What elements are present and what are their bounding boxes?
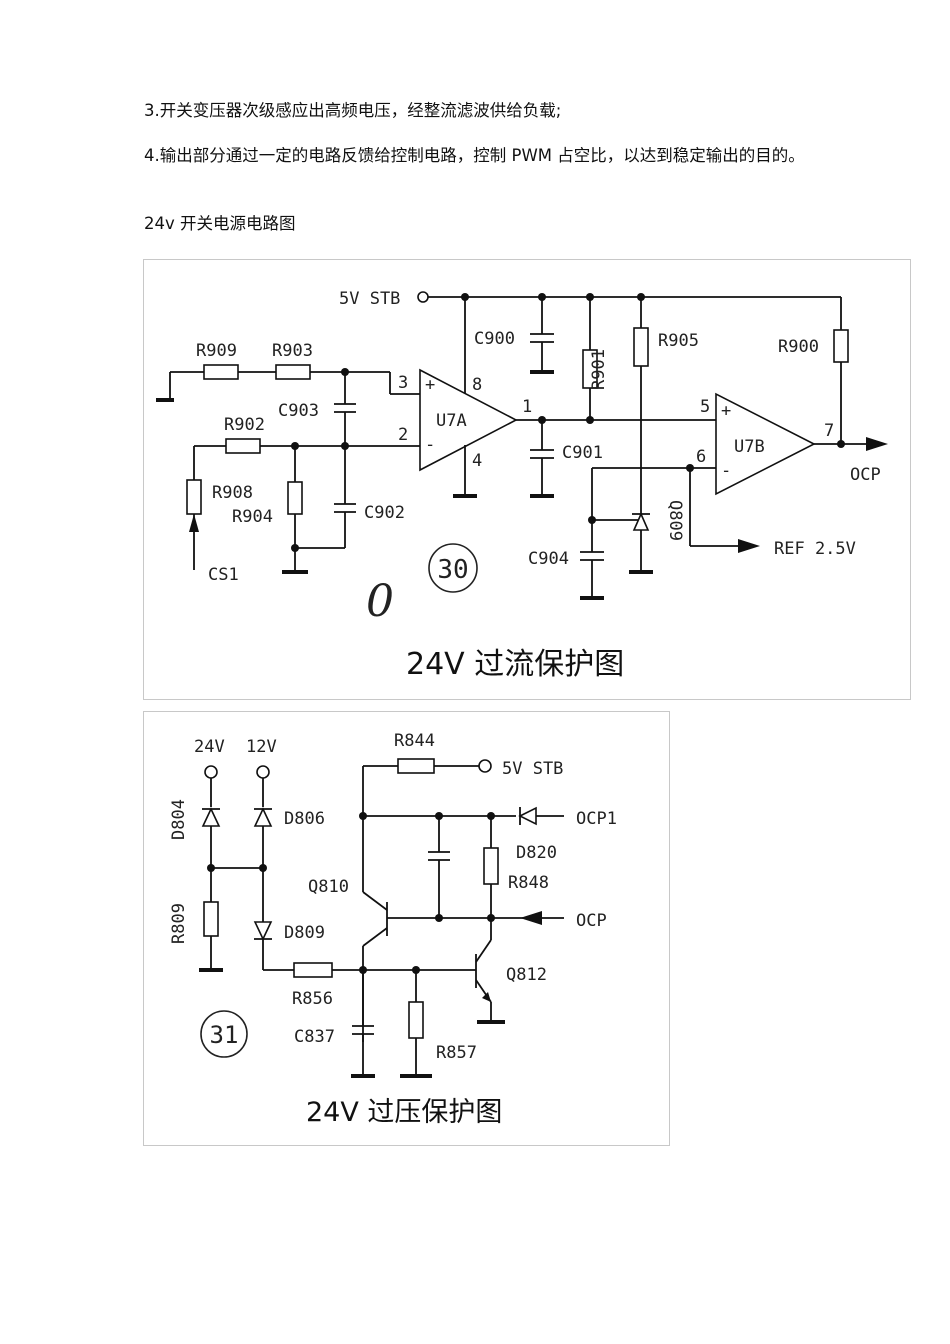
c900-label: C900: [474, 329, 515, 349]
figure-overvoltage-protection: 24V 12V D804 D806 R809 D809 R856 R844 5V…: [143, 711, 670, 1146]
diode-d804: [201, 807, 221, 827]
diode-d806: [253, 807, 273, 827]
opamp-u7a: [419, 368, 518, 472]
u7a-minus: -: [425, 435, 435, 455]
u7a-plus: +: [425, 375, 435, 395]
capacitor-c900: [530, 297, 554, 374]
c837-label: C837: [294, 1027, 335, 1047]
pin-2-label: 2: [398, 425, 408, 445]
diode-d820: [518, 806, 537, 826]
transistor-q810: [362, 816, 491, 1042]
q810-label: Q810: [308, 877, 349, 897]
pin-4-label: 4: [472, 451, 482, 471]
r904-label: R904: [232, 507, 273, 527]
figure-overcurrent-protection: 5V STB 8 C900 R901 R905 R900 R909 R903: [143, 259, 911, 700]
d804-label: D804: [169, 799, 189, 840]
paragraph-step-4: 4.输出部分通过一定的电路反馈给控制电路，控制 PWM 占空比，以达到稳定输出的…: [144, 146, 805, 165]
resistor-r809: [203, 901, 219, 937]
regulator-q809: [629, 512, 653, 574]
figure-31-number: 31: [210, 1021, 239, 1049]
resistor-r900: [833, 329, 849, 446]
r844-label: R844: [394, 731, 435, 751]
figure-30-number: 30: [437, 555, 468, 585]
pin-1-label: 1: [522, 397, 532, 417]
stb-label: 5V STB: [502, 759, 563, 779]
fig30-caption: 24V 过流保护图: [406, 647, 624, 682]
resistor-r844: [397, 758, 435, 774]
opamp-u7b: [715, 392, 816, 496]
resistor-r901: [582, 297, 598, 420]
c902-label: C902: [364, 503, 405, 523]
r856-label: R856: [292, 989, 333, 1009]
r857-label: R857: [436, 1043, 477, 1063]
r809-label: R809: [169, 903, 189, 944]
r900-label: R900: [778, 337, 819, 357]
resistor-r903: [275, 364, 311, 380]
resistor-r902: [225, 438, 261, 454]
resistor-r905: [633, 297, 649, 518]
cs1-label: CS1: [208, 565, 239, 585]
q812-label: Q812: [506, 965, 547, 985]
r901-label: R901: [589, 349, 609, 390]
r903-label: R903: [272, 341, 313, 361]
u7b-plus: +: [721, 401, 731, 421]
c901-label: C901: [562, 443, 603, 463]
pin-5-label: 5: [700, 397, 710, 417]
resistor-r904: [287, 481, 303, 515]
paragraph-step-3: 3.开关变压器次级感应出高频电压，经整流滤波供给负载;: [144, 101, 562, 120]
ocp1-label: OCP1: [576, 809, 617, 829]
figure-31-badge: [200, 1010, 248, 1058]
resistor-r856: [293, 962, 333, 978]
figure-30-badge: [428, 543, 478, 593]
c904-label: C904: [528, 549, 569, 569]
resistor-r908: [186, 479, 202, 515]
v24-label: 24V: [194, 737, 225, 757]
stb-rail: [417, 291, 842, 330]
pin-3-label: 3: [398, 373, 408, 393]
pin-7-label: 7: [824, 421, 834, 441]
r902-label: R902: [224, 415, 265, 435]
c903-label: C903: [278, 401, 319, 421]
q809-label: Q809: [665, 500, 685, 541]
d809-label: D809: [284, 923, 325, 943]
r905-label: R905: [658, 331, 699, 351]
r909-label: R909: [196, 341, 237, 361]
resistor-r909: [203, 364, 239, 380]
r848-label: R848: [508, 873, 549, 893]
ref-label: REF 2.5V: [774, 539, 856, 559]
u7b-minus: -: [721, 461, 731, 481]
u7b-label: U7B: [734, 437, 765, 457]
r908-label: R908: [212, 483, 253, 503]
section-heading: 24v 开关电源电路图: [144, 214, 296, 233]
pin-8-label: 8: [472, 375, 482, 395]
stb-label: 5V STB: [339, 289, 400, 309]
resistor-r848: [483, 847, 499, 885]
ocp-label: OCP: [576, 911, 607, 931]
pin-6-label: 6: [696, 447, 706, 467]
d806-label: D806: [284, 809, 325, 829]
v12-label: 12V: [246, 737, 277, 757]
ocp-label: OCP: [850, 465, 881, 485]
transistor-q812: [475, 939, 505, 1024]
diode-d809: [253, 921, 273, 941]
u7a-label: U7A: [436, 411, 467, 431]
resistor-r857: [408, 1001, 424, 1039]
d820-label: D820: [516, 843, 557, 863]
fig31-caption: 24V 过压保护图: [306, 1097, 502, 1128]
handwritten-mark: 0: [366, 576, 394, 627]
